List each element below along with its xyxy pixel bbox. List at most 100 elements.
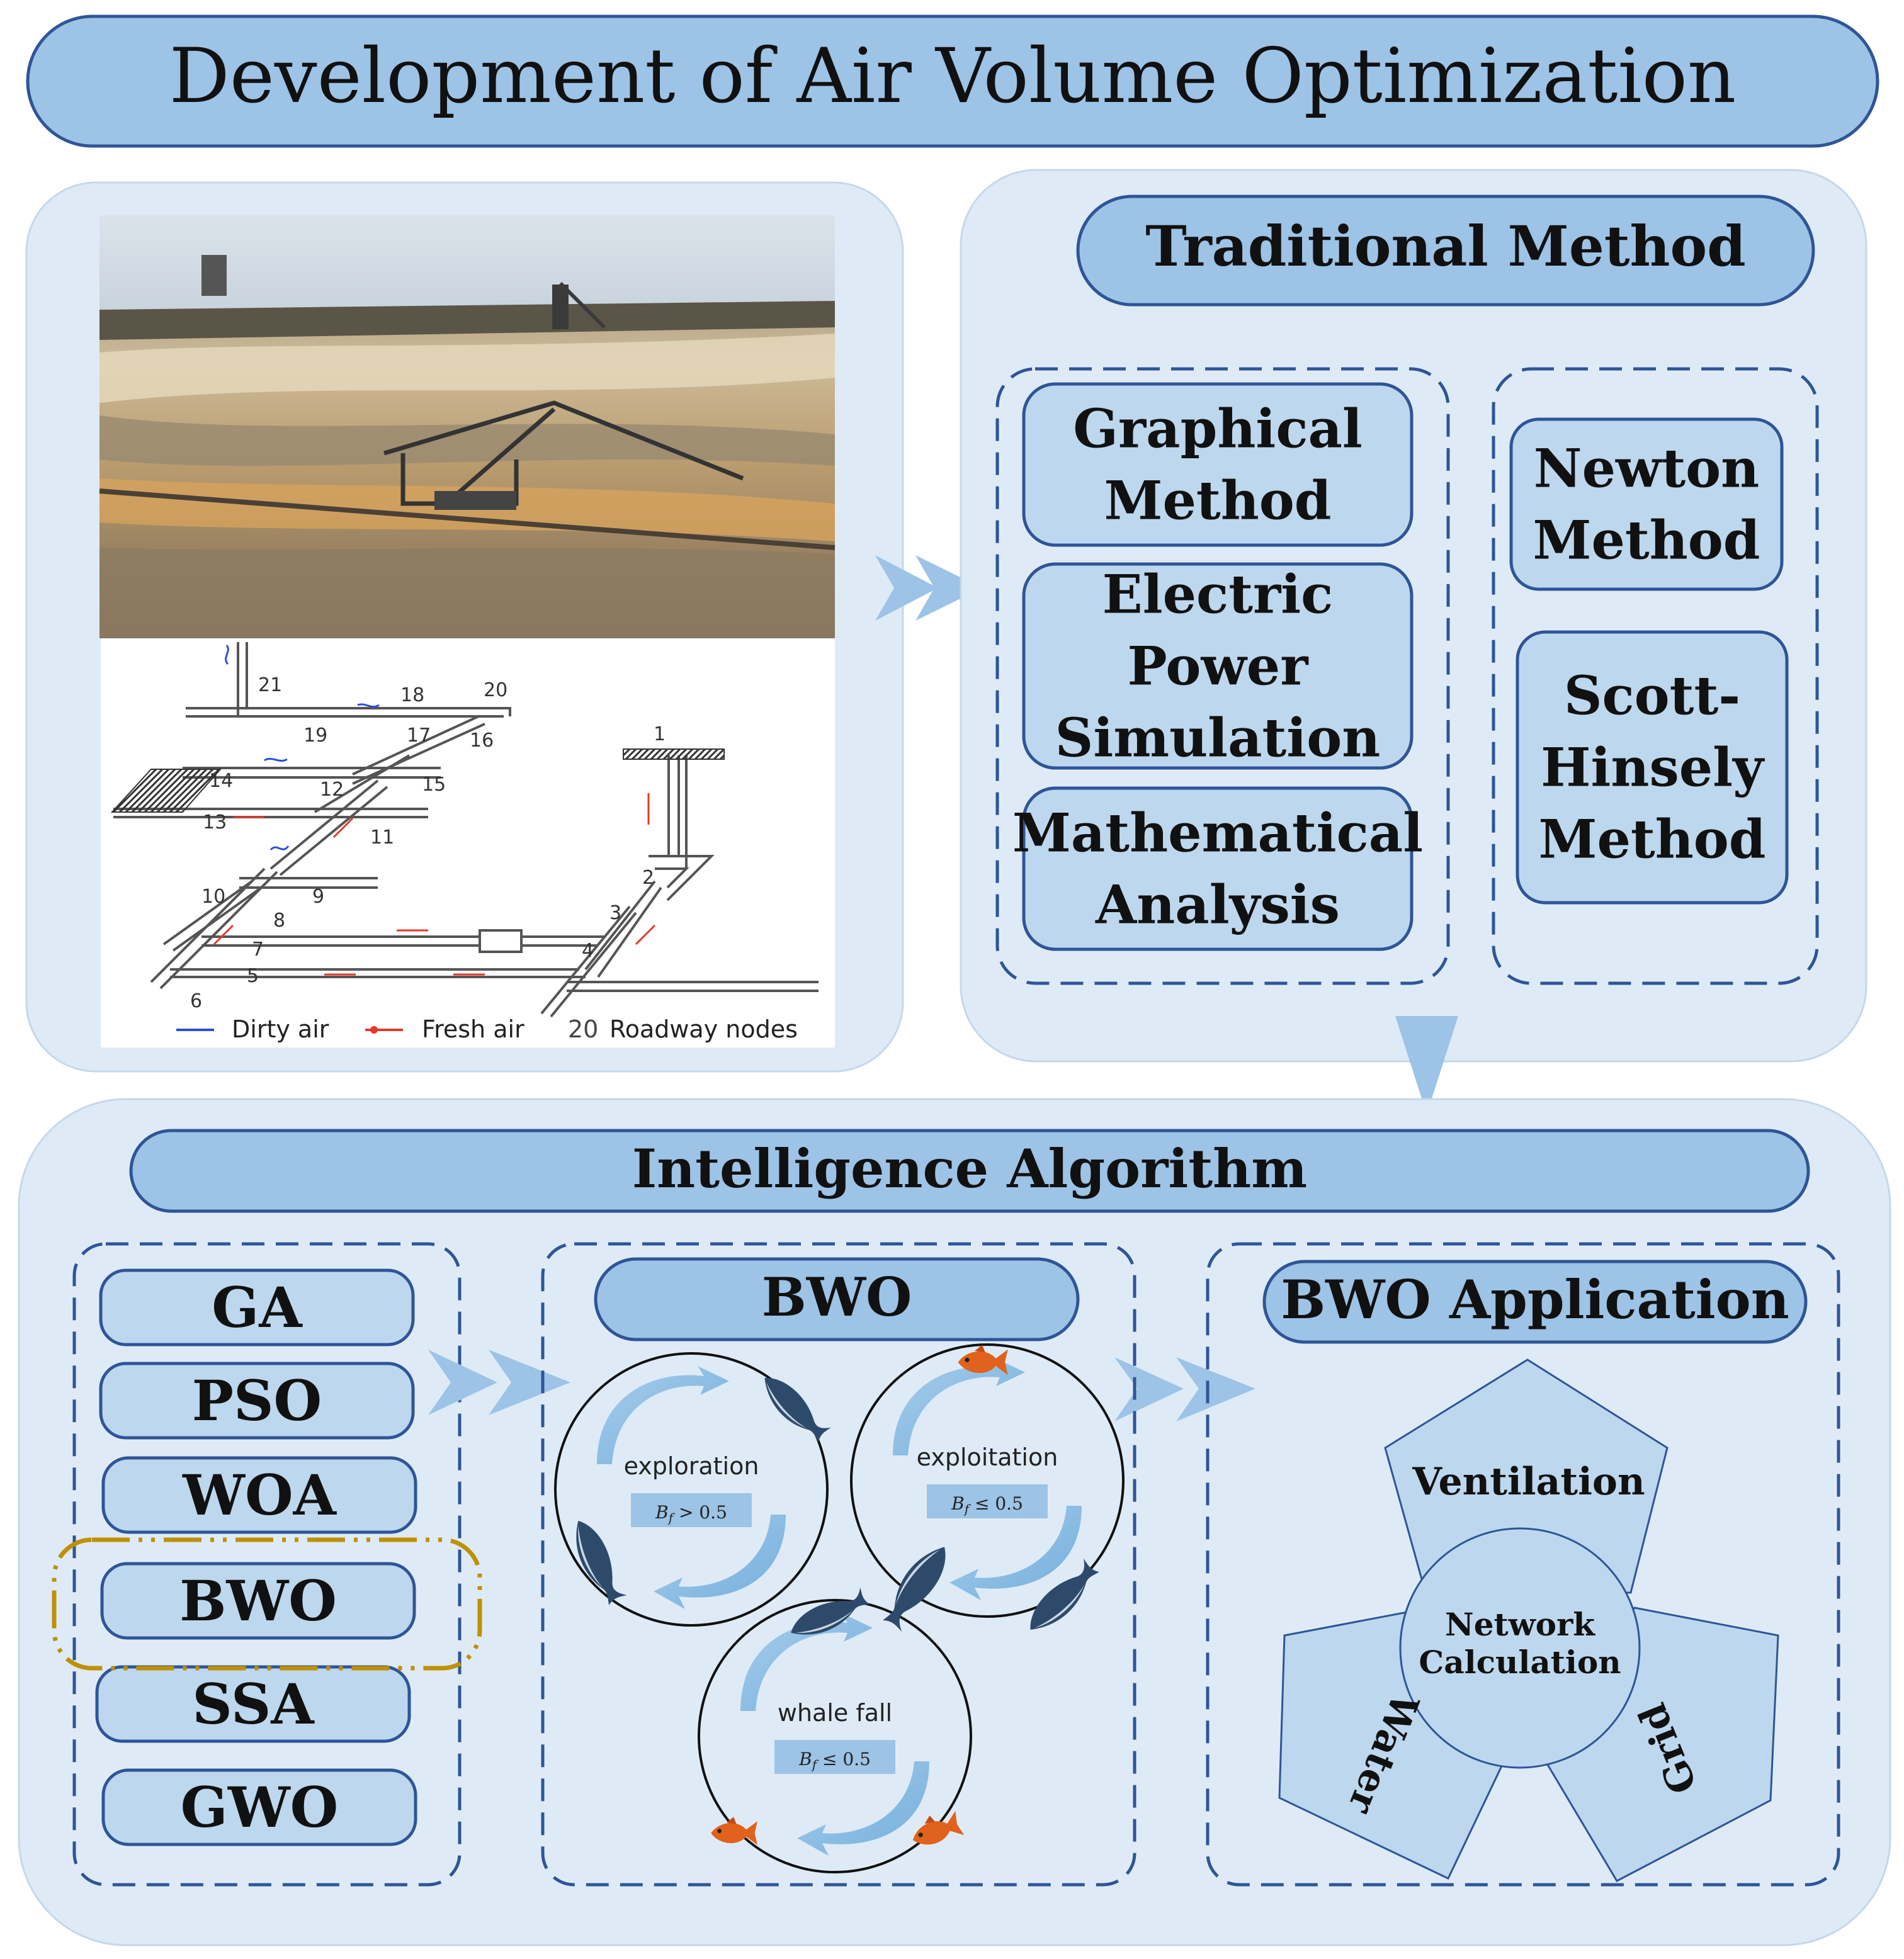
scott-hinsely-method-label-line: Hinsely (1541, 736, 1765, 798)
graphical-method-label-line: Graphical (1073, 397, 1363, 460)
node-label-21: 21 (258, 674, 282, 696)
node-label-1: 1 (654, 723, 666, 745)
bwo-header-pill (594, 1257, 1080, 1341)
node-label-10: 10 (201, 886, 225, 908)
phase-condition-exploration: Bf > 0.5 (655, 1502, 727, 1525)
scott-hinsely-method-box (1516, 630, 1789, 905)
phase-condition-whale-fall: Bf ≤ 0.5 (798, 1749, 871, 1772)
scott-hinsely-method-label-line: Method (1538, 808, 1765, 870)
node-label-3: 3 (609, 902, 621, 924)
graphical-method-box (1022, 382, 1414, 547)
application-header-pill (1262, 1260, 1808, 1344)
dirty-air-arrows (225, 645, 380, 851)
cycle-arrow (893, 1357, 1025, 1455)
phase-condition-box (927, 1484, 1048, 1518)
intelligence-header-pill (129, 1129, 1810, 1213)
phase-circle (698, 1599, 972, 1873)
node-label-11: 11 (370, 827, 394, 849)
fresh-air-arrows (213, 793, 656, 976)
node-label-7: 7 (252, 939, 264, 961)
bwo-group (541, 1242, 1136, 1887)
algorithm-label-bwo: BWO (179, 1568, 337, 1634)
traditional-header: Traditional Method (1145, 213, 1746, 279)
phase-label-exploration: exploration (624, 1452, 759, 1480)
algorithm-group (72, 1242, 462, 1887)
cycle-arrow (949, 1506, 1082, 1600)
intelligence-header: Intelligence Algorithm (632, 1138, 1307, 1200)
phase-condition-box (631, 1493, 752, 1527)
node-label-19: 19 (303, 725, 327, 747)
legend-dirty-air: Dirty air (232, 1015, 329, 1043)
arrow-to-traditional (875, 555, 982, 621)
phase-label-whale-fall: whale fall (778, 1699, 892, 1727)
roadway-lines (113, 642, 819, 1018)
node-label-20: 20 (484, 679, 507, 701)
network-calculation-line: Calculation (1419, 1644, 1621, 1681)
node-label-14: 14 (209, 770, 233, 792)
algorithm-box-ga (99, 1268, 415, 1346)
node-label-12: 12 (320, 779, 344, 801)
intelligence-panel: Intelligence Algorithm GA PSO WOA BWO SSA GWO… (18, 1098, 1891, 1946)
newton-method-box (1509, 417, 1784, 591)
legend-nodes-prefix: 20 (568, 1015, 598, 1043)
algorithm-label-woa: WOA (182, 1462, 337, 1528)
phase-circle (850, 1343, 1125, 1618)
node-label-18: 18 (400, 684, 424, 706)
ventilation-label: Ventilation (1412, 1460, 1645, 1504)
application-group (1206, 1242, 1840, 1887)
application-header: BWO Application (1281, 1268, 1789, 1331)
traditional-group-1 (995, 367, 1450, 985)
legend-fresh-air: Fresh air (422, 1015, 524, 1043)
phase-circle (554, 1352, 829, 1627)
network-calculation-circle (1399, 1527, 1641, 1769)
bwo-header: BWO (762, 1266, 912, 1328)
node-label-8: 8 (273, 910, 285, 932)
network-calculation-line: Network (1445, 1606, 1595, 1643)
algorithm-label-gwo: GWO (181, 1775, 339, 1840)
electric-power-simulation-label-line: Electric (1102, 563, 1334, 625)
open-pit-mine-photo (99, 215, 836, 638)
mathematical-analysis-label-line: Mathematical (1012, 801, 1423, 864)
algorithm-box-bwo (100, 1562, 416, 1640)
title-banner: Development of Air Volume Optimization (26, 14, 1879, 148)
node-label-16: 16 (470, 730, 494, 752)
phase-label-exploitation: exploitation (917, 1443, 1058, 1471)
node-label-15: 15 (422, 774, 446, 796)
scott-hinsely-method-label-line: Scott- (1564, 664, 1740, 726)
cycle-arrow (797, 1761, 929, 1856)
cycle-arrow (654, 1515, 786, 1609)
algorithm-label-ssa: SSA (192, 1671, 315, 1737)
traditional-header-pill (1076, 195, 1815, 307)
mathematical-analysis-box (1022, 786, 1414, 951)
arrow-to-application (1114, 1357, 1255, 1421)
electric-power-simulation-label-line: Power (1128, 635, 1310, 697)
node-label-2: 2 (642, 867, 654, 889)
electric-power-simulation-box (1022, 562, 1414, 770)
arrow-to-bwo (428, 1350, 570, 1415)
network-legend: Dirty air Fresh air 20 Roadway nodes (176, 1015, 798, 1043)
diagram-title: Development of Air Volume Optimization (169, 33, 1737, 120)
cycle-arrow (597, 1366, 729, 1464)
algorithm-label-ga: GA (212, 1275, 303, 1340)
algorithm-label-pso: PSO (192, 1368, 322, 1433)
node-label-13: 13 (203, 811, 227, 833)
node-label-6: 6 (190, 990, 202, 1012)
phase-exploration: exploration Bf > 0.5 (554, 1352, 829, 1627)
node-label-9: 9 (312, 886, 324, 908)
arrow-to-intelligence (1395, 1016, 1458, 1114)
node-label-4: 4 (582, 940, 594, 962)
